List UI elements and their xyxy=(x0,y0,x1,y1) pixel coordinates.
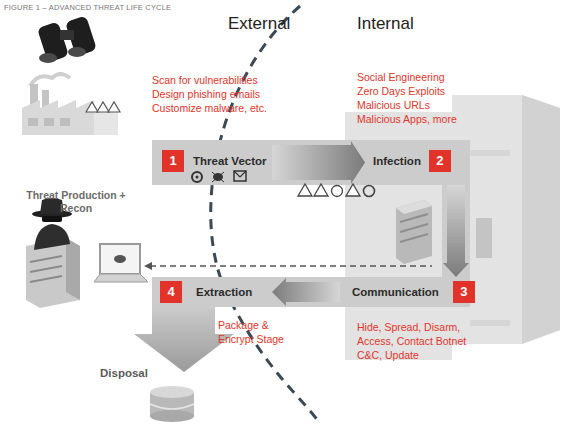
stage-name: Extraction xyxy=(196,281,252,303)
laptop-base xyxy=(94,274,148,282)
boundary-arc xyxy=(211,6,320,424)
callout-number: 3 xyxy=(453,281,475,303)
arrow-shape xyxy=(443,185,469,277)
stage-name: Infection xyxy=(373,150,421,172)
zone-heading: External xyxy=(228,14,290,34)
building-stripe xyxy=(470,320,510,326)
biohazard-symbol xyxy=(364,186,375,197)
server-slot xyxy=(400,214,428,222)
binoculars-icon xyxy=(37,15,97,63)
callout-number: 4 xyxy=(160,281,182,303)
stage-name: Threat Vector xyxy=(193,150,267,172)
arrow-shape xyxy=(272,141,365,184)
annotation: Design phishing emails xyxy=(152,87,260,101)
email-symbol xyxy=(234,171,246,181)
server-side xyxy=(66,238,80,300)
annotation: Scan for vulnerabilities xyxy=(152,73,258,87)
binocular-lens xyxy=(39,53,57,63)
bug-legs xyxy=(212,172,224,182)
band-segment xyxy=(272,277,340,307)
server-tower xyxy=(26,238,80,308)
warning-triangle xyxy=(346,184,360,196)
icon-caption: Threat Production + Recon xyxy=(20,189,132,215)
hacker-body xyxy=(34,224,70,250)
bug-legs xyxy=(212,172,224,182)
server-body xyxy=(396,200,432,264)
dashed-line xyxy=(150,265,432,267)
biohazard-symbol xyxy=(196,176,199,179)
window xyxy=(60,118,70,126)
laptop-icon xyxy=(94,244,148,282)
bomb-symbol xyxy=(332,186,343,197)
annotation: Social Engineering xyxy=(357,70,445,84)
exfiltration-line xyxy=(144,262,432,270)
building-side xyxy=(522,95,560,344)
server-slot xyxy=(30,256,62,262)
annotation: Malicious Apps, more xyxy=(357,112,457,126)
stage-band: Infection 2 xyxy=(365,140,470,185)
annotation: Hide, Spread, Disarm, Access, Contact Bo… xyxy=(357,320,469,362)
warning-triangle xyxy=(298,184,312,196)
warning-triangle xyxy=(97,102,109,112)
database-top xyxy=(150,386,194,398)
server-slot xyxy=(400,234,428,242)
email-symbol xyxy=(234,171,246,177)
callout-number: 2 xyxy=(429,150,451,172)
warning-triangle xyxy=(314,184,328,196)
server-slot xyxy=(400,224,428,232)
arrowhead xyxy=(144,262,152,270)
zone-heading: Internal xyxy=(357,14,414,34)
warning-triangle xyxy=(86,102,98,112)
building-front xyxy=(345,95,560,360)
flow-arrow xyxy=(442,185,470,277)
hacker-icon xyxy=(26,198,80,308)
server-body xyxy=(476,218,492,258)
stage-band: 4 Extraction xyxy=(152,277,272,307)
stage-name: Communication xyxy=(352,281,439,303)
server-slot xyxy=(30,276,62,282)
factory-building xyxy=(22,100,94,135)
flow-arrow xyxy=(272,140,365,185)
warning-triangle xyxy=(108,102,120,112)
biohazard-symbol xyxy=(192,172,202,182)
factory-icon xyxy=(22,74,120,135)
stage-band: 1 Threat Vector xyxy=(152,140,272,185)
factory-annex xyxy=(94,112,118,135)
binocular-barrel xyxy=(37,21,69,62)
database-ring xyxy=(150,404,194,409)
binocular-lens xyxy=(68,47,86,57)
malware-icons xyxy=(192,171,246,182)
database-icon xyxy=(150,386,194,422)
callout-number: 1 xyxy=(162,150,184,172)
annotation: Package & Encrypt Stage xyxy=(218,318,298,346)
stage-band: Communication3 xyxy=(340,277,470,307)
bug-symbol xyxy=(213,173,223,181)
server-top xyxy=(396,200,432,214)
bug-symbol xyxy=(114,255,126,263)
warning-icons xyxy=(298,184,375,197)
band-segment xyxy=(272,140,365,185)
arrow-shape xyxy=(272,278,340,306)
server-slot xyxy=(30,266,62,272)
annotation: Customize malware, etc. xyxy=(152,101,267,115)
flow-arrow xyxy=(272,277,340,307)
building-stripe xyxy=(470,150,510,156)
laptop-screen xyxy=(100,244,140,274)
window xyxy=(44,118,54,126)
annotation: Malicious URLs xyxy=(357,98,430,112)
figure-title: FIGURE 1 – ADVANCED THREAT LIFE CYCLE xyxy=(4,3,171,12)
sunglasses xyxy=(42,216,62,222)
annotation: Zero Days Exploits xyxy=(357,84,445,98)
window xyxy=(28,118,38,126)
band-segment xyxy=(442,185,470,277)
binocular-bridge xyxy=(60,30,74,40)
icon-caption: Disposal xyxy=(100,366,148,380)
building xyxy=(345,95,560,360)
database-bottom xyxy=(150,410,194,422)
